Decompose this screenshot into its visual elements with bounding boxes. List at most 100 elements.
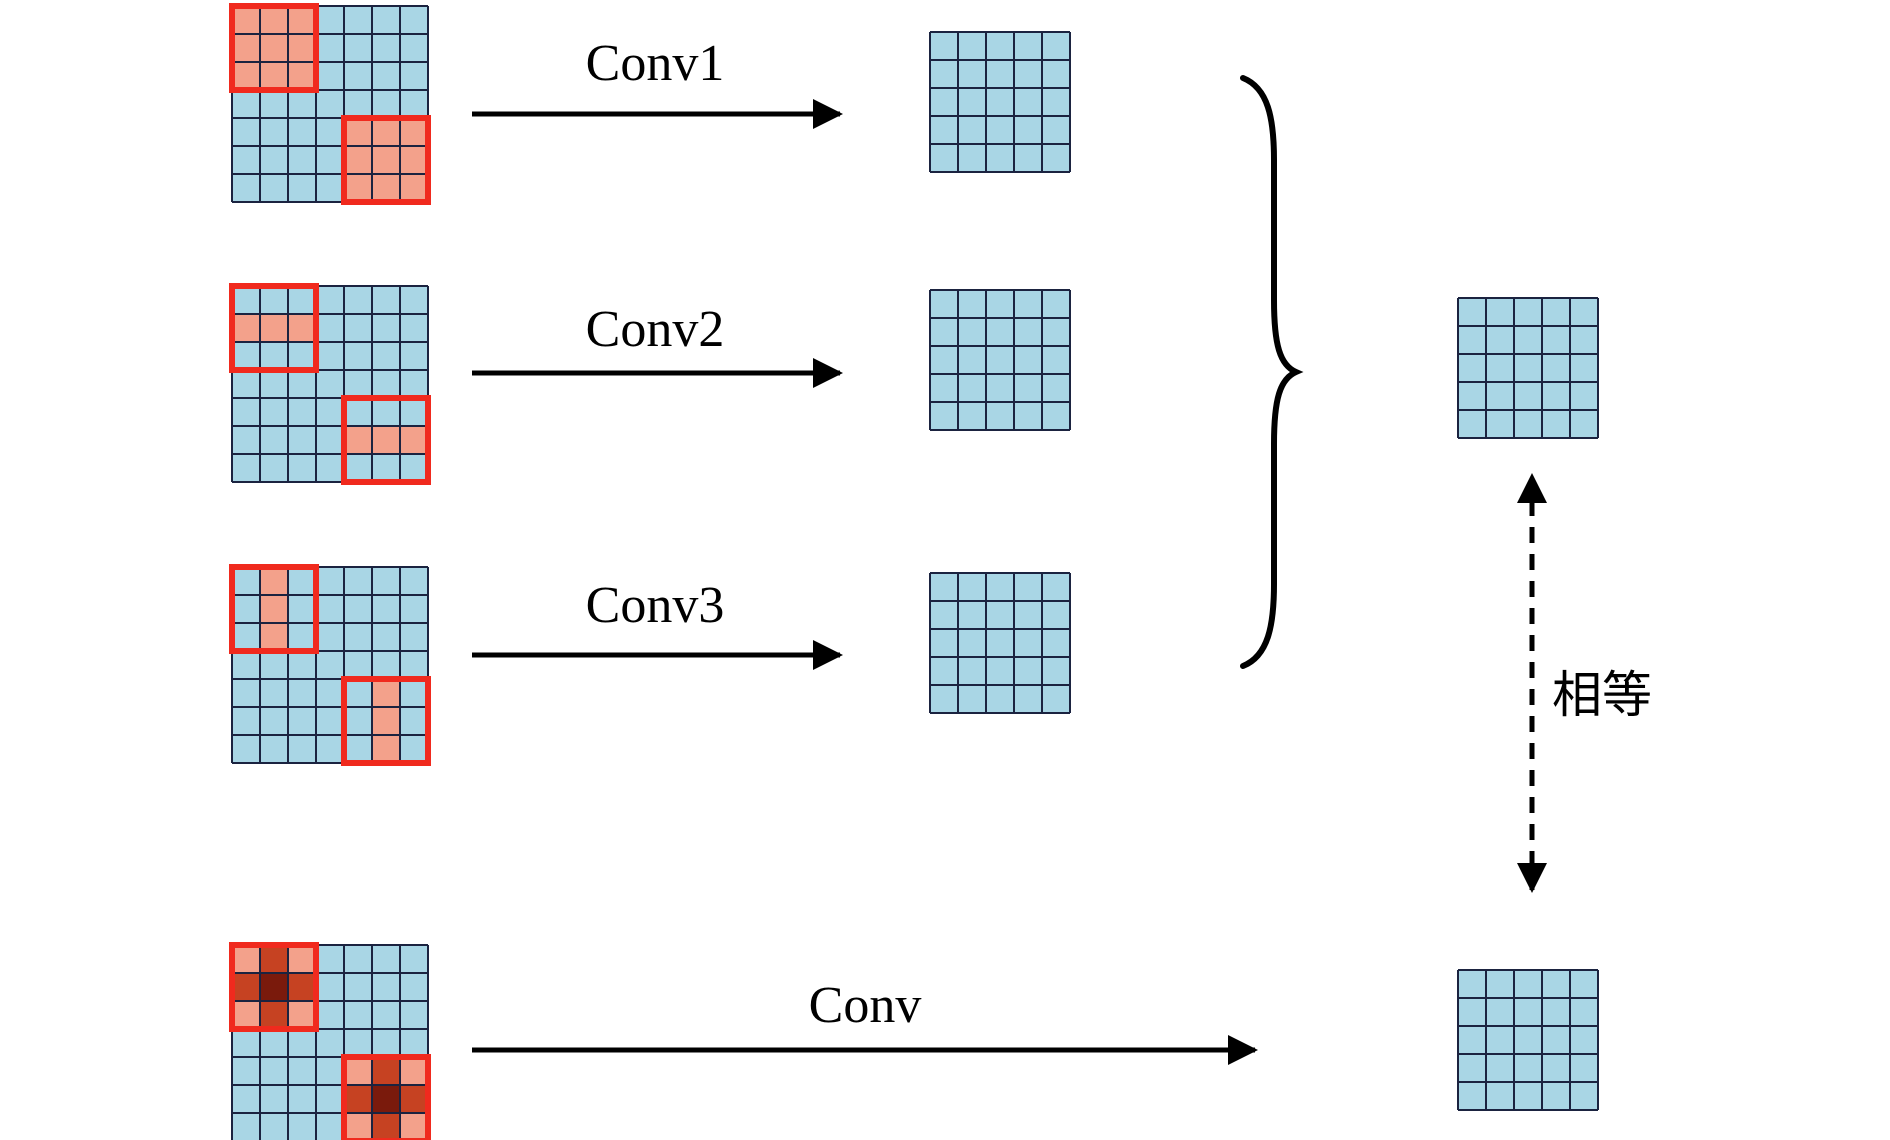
grid-cell [288,314,316,342]
grid-cell [986,601,1014,629]
grid-cell [260,454,288,482]
grid-cell [288,34,316,62]
kernel-window [341,1054,431,1140]
grid-cell [260,62,288,90]
grid-cell [260,146,288,174]
grid-cell [1014,629,1042,657]
grid-cell [316,651,344,679]
grid-cell [372,62,400,90]
grid-cell [1570,1054,1598,1082]
grid-cell [1042,116,1070,144]
grid-cell [1514,298,1542,326]
grid-cell [232,679,260,707]
grid-cell [986,60,1014,88]
grid-cell [288,90,316,118]
grid-cell [232,1001,260,1029]
label-conv3: Conv3 [586,577,725,634]
grid-cell [232,595,260,623]
grid-cell [400,342,428,370]
grid-cell [288,62,316,90]
grid-cell [1486,382,1514,410]
grid-cell [232,174,260,202]
grid-cell [260,945,288,973]
grid-cell [288,651,316,679]
grid-cell [316,398,344,426]
grid-cell [288,1001,316,1029]
grid-cell [288,1029,316,1057]
grid-cell [958,318,986,346]
grid-cell [316,707,344,735]
grid-cell [232,945,260,973]
grid-cell [372,1085,400,1113]
grid-cell [1014,657,1042,685]
grid-cell [1014,88,1042,116]
grid-cell [1458,382,1486,410]
grid-cell [1486,998,1514,1026]
grid-cell [344,1001,372,1029]
grid-cell [958,601,986,629]
grid-cell [400,146,428,174]
grid-cell [316,623,344,651]
grid-cell [1042,318,1070,346]
grid-cell [232,973,260,1001]
grid-cell [1514,1054,1542,1082]
grid-cell [930,346,958,374]
grid-cell [288,1057,316,1085]
grid-cell [930,290,958,318]
grid-cell [372,426,400,454]
grid-cell [400,1113,428,1140]
grid-cell [288,454,316,482]
grid-cell [232,398,260,426]
grid-cell [316,342,344,370]
grid-cell [260,6,288,34]
grid-cell [400,174,428,202]
grid-cell [372,174,400,202]
grid-cell [1570,326,1598,354]
grid-cell [400,6,428,34]
grid-cell [1458,998,1486,1026]
grid-cell [400,567,428,595]
grid-cell [316,146,344,174]
grid-cell [1486,298,1514,326]
grid-cell [316,1001,344,1029]
grid-cell [986,290,1014,318]
grid-cell [930,402,958,430]
grid-cell [958,346,986,374]
grid-cell [260,286,288,314]
grid-cell [1042,374,1070,402]
kernel-window [341,115,431,205]
grid-cell [1514,998,1542,1026]
grid-cell [400,286,428,314]
grid-cell [372,342,400,370]
grid-cell [1514,354,1542,382]
grid-cell [316,90,344,118]
grid-cell [260,1029,288,1057]
grid-cell [316,34,344,62]
grid-cell [372,314,400,342]
grid-cell [958,402,986,430]
grid-cell [288,679,316,707]
grid-cell [1486,354,1514,382]
grid-cell [400,623,428,651]
grid-cell [1486,410,1514,438]
grid-cell [930,629,958,657]
output-grid-conv2 [929,289,1071,431]
grid-cell [232,118,260,146]
grid-cell [288,118,316,146]
grid-cell [344,735,372,763]
grid-cell [986,88,1014,116]
grid-cell [1514,1082,1542,1110]
grid-cell [344,286,372,314]
grid-cell [400,651,428,679]
grid-cell [1042,601,1070,629]
grid-cell [958,573,986,601]
grid-cell [400,426,428,454]
grid-cell [1542,970,1570,998]
grid-cell [232,286,260,314]
label-conv2: Conv2 [586,301,725,358]
grid-cell [288,398,316,426]
grid-cell [316,314,344,342]
grid-cell [232,6,260,34]
grid-cell [372,707,400,735]
